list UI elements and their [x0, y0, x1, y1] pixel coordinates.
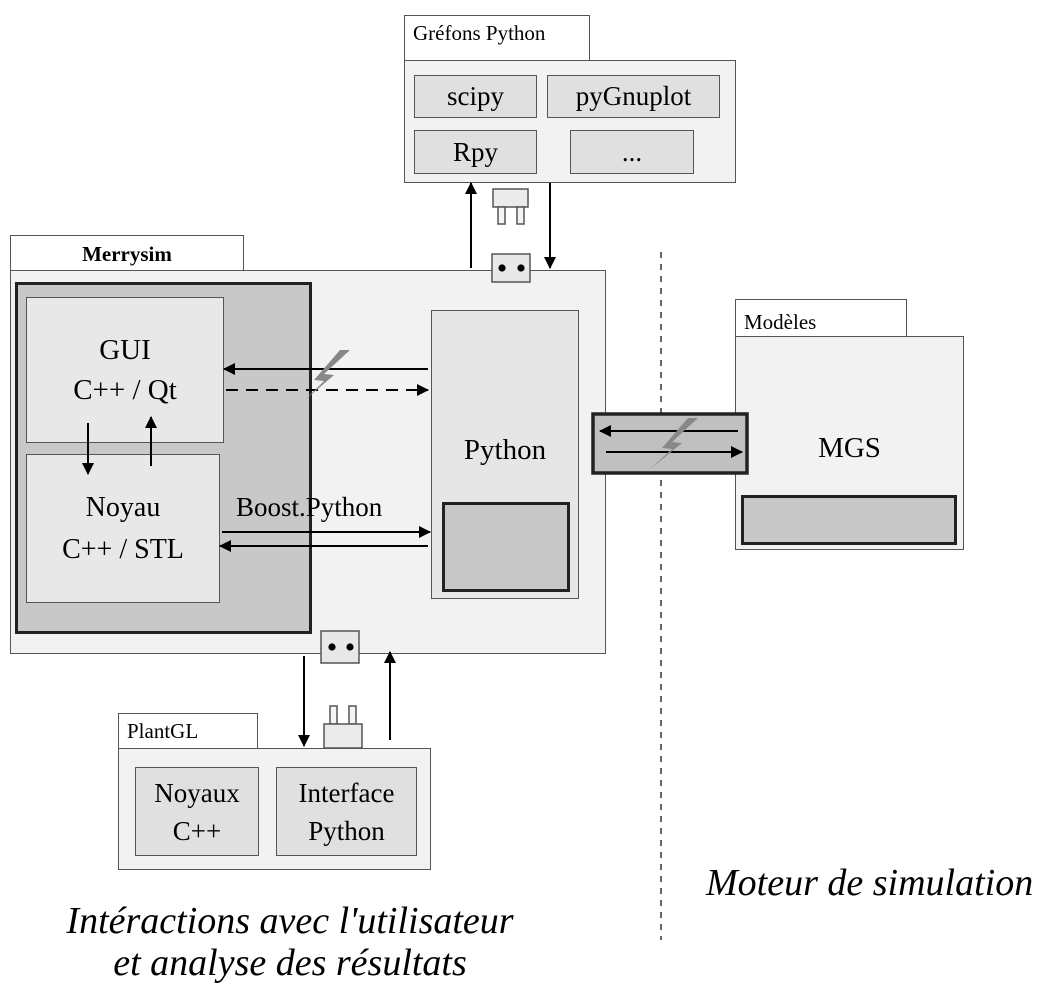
left-caption-line1: Intéractions avec l'utilisateur [66, 900, 514, 942]
models-tab: Modèles [735, 299, 907, 337]
plantgl-kernels-box: Noyaux C++ [135, 767, 259, 856]
python-interpreter-block [442, 502, 570, 592]
plugin-pygnuplot: pyGnuplot [547, 75, 720, 118]
kernels-label: Noyaux [154, 777, 240, 808]
gui-label: GUI [99, 334, 151, 366]
plantgl-interface-box: Interface Python [276, 767, 417, 856]
plugin-more: ... [570, 130, 694, 174]
left-caption: Intéractions avec l'utilisateur et analy… [30, 900, 550, 984]
plug-icon [492, 188, 529, 225]
socket-icon [491, 253, 531, 283]
lightning-icon [305, 350, 350, 400]
merrysim-tab-label: Merrysim [82, 241, 172, 266]
core-label: Noyau [85, 491, 161, 523]
boost-python-label: Boost.Python [236, 492, 383, 522]
merrysim-tab: Merrysim [10, 235, 244, 271]
interface-tech-label: Python [308, 815, 385, 846]
socket-icon-bottom [320, 630, 360, 664]
gui-tech-label: C++ / Qt [73, 374, 177, 406]
plug-icon-plantgl [323, 705, 363, 749]
plugin-rpy: Rpy [414, 130, 537, 174]
python-label: Python [463, 434, 547, 466]
kernels-tech-label: C++ [172, 815, 222, 846]
plugins-tab: Gréfons Python [404, 15, 590, 61]
core-tech-label: C++ / STL [62, 533, 184, 565]
mgs-engine-block [741, 495, 957, 545]
mgs-label: MGS [818, 432, 881, 464]
core-box: Noyau C++ / STL [26, 454, 220, 603]
right-caption: Moteur de simulation [706, 862, 1034, 904]
left-caption-line2: et analyse des résultats [113, 942, 467, 984]
interface-label: Interface [298, 777, 395, 808]
plantgl-tab: PlantGL [118, 713, 258, 749]
lightning-icon-link [649, 418, 698, 470]
gui-box: GUI C++ / Qt [26, 297, 224, 443]
plugin-scipy: scipy [414, 75, 537, 118]
